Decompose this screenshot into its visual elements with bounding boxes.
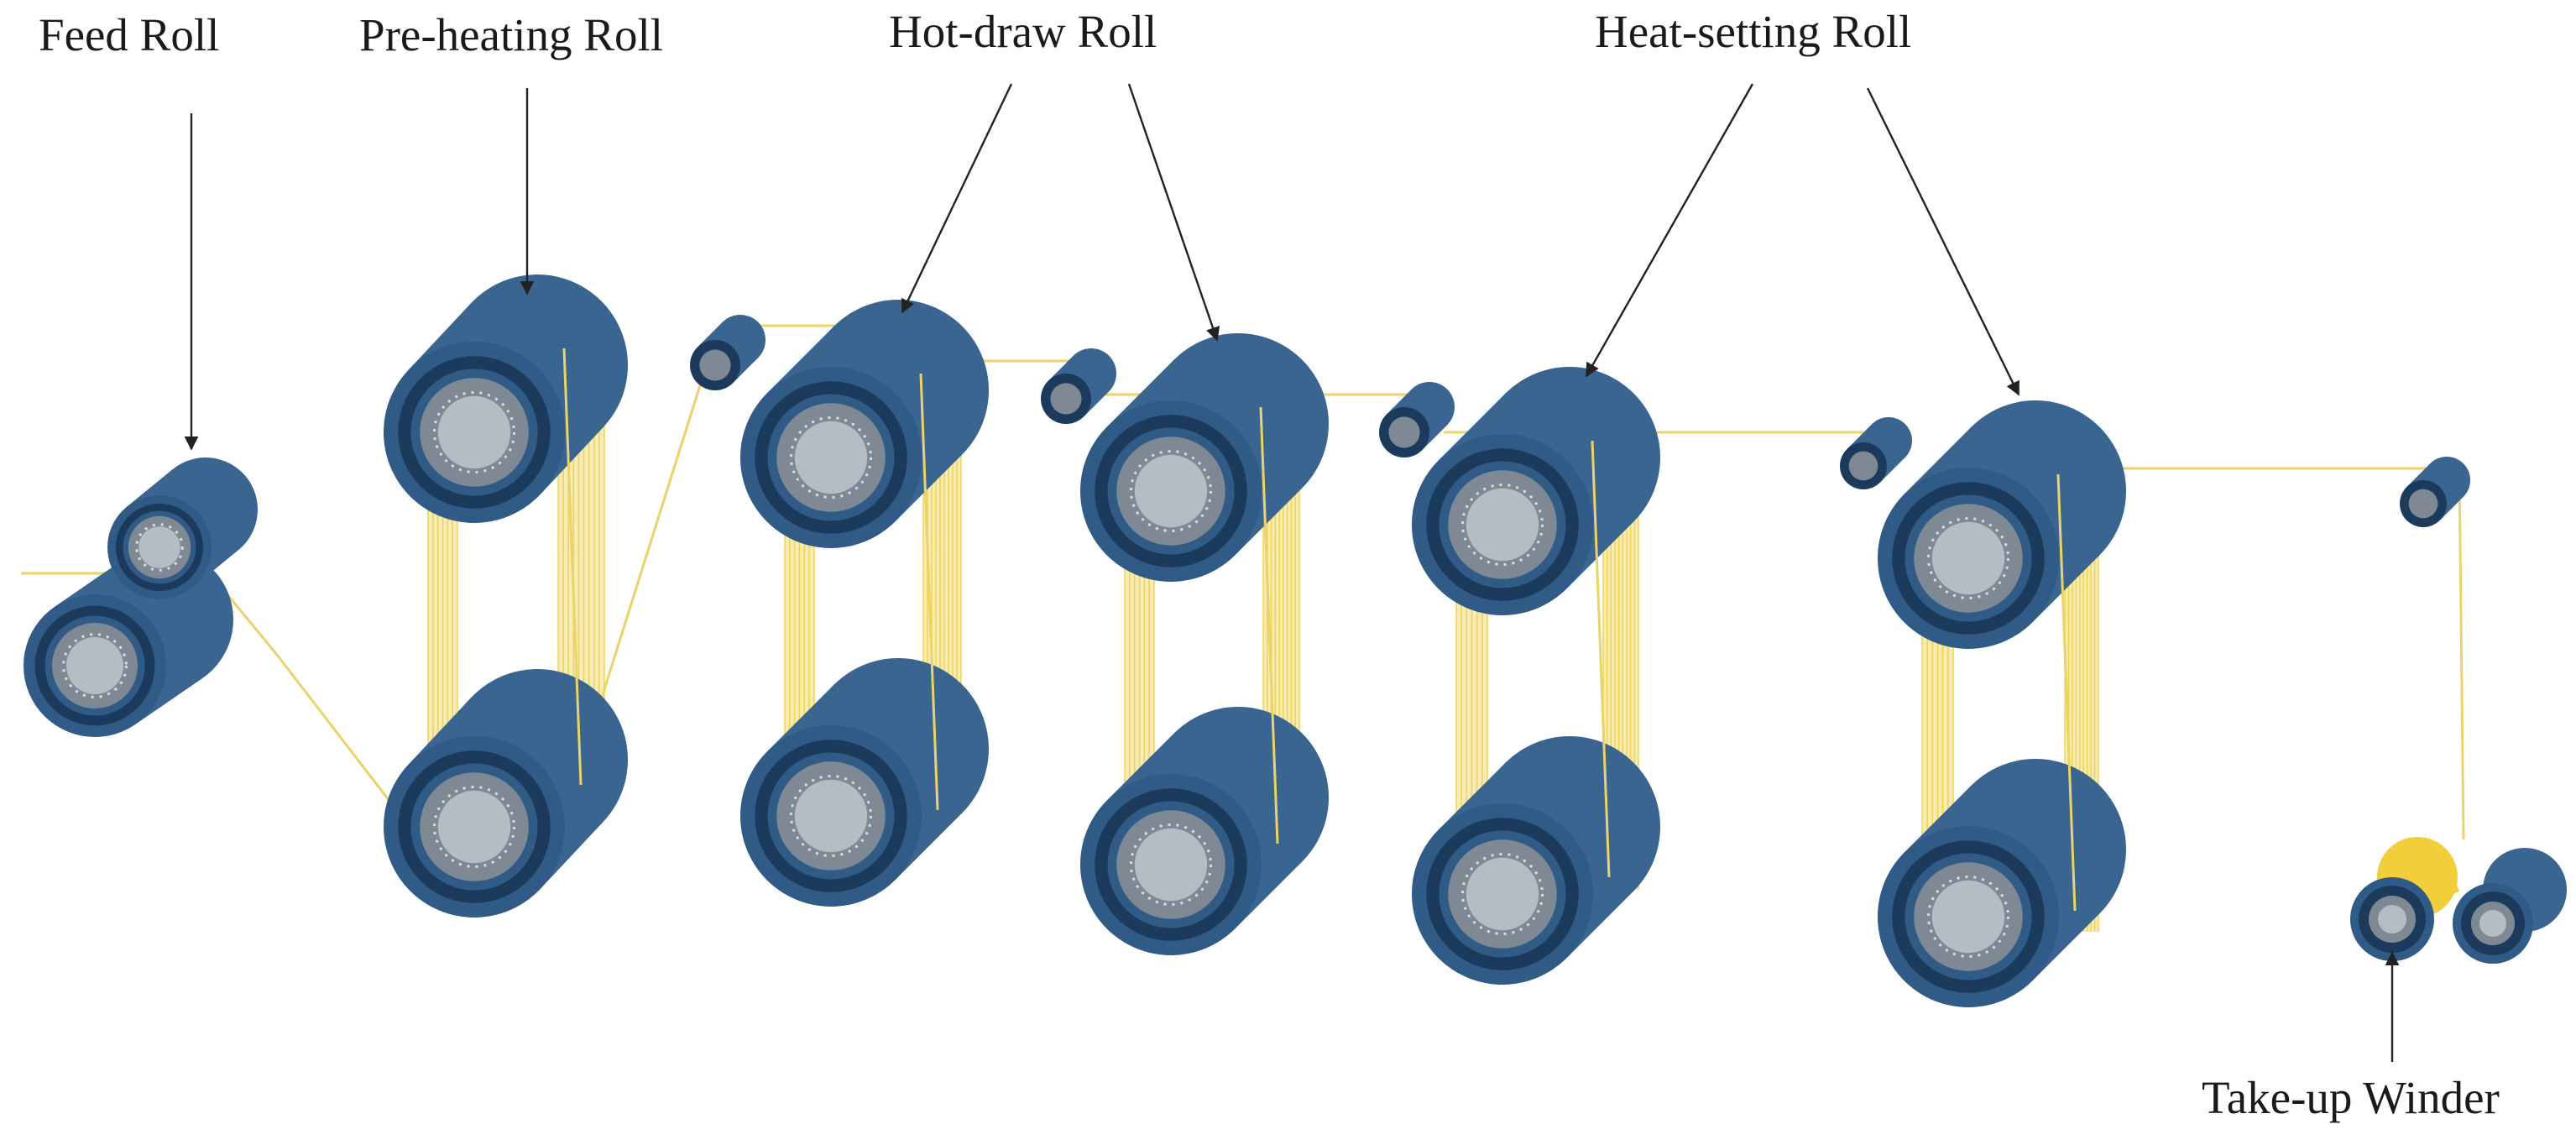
guide-roller-4-hub (1848, 451, 1878, 481)
heatset-roll-2-bottom (1878, 759, 2126, 1007)
pointer-arrow-3-icon (901, 83, 1013, 314)
yarn-overlay-4 (1591, 440, 1611, 878)
heatset-roll-2-bottom-hub-center (1931, 880, 2005, 954)
preheat-roll-bottom-hub-center (437, 790, 511, 864)
heatset-roll-1-bottom-hub-center (1466, 857, 1539, 931)
heatset-roll-2-bottom-hub-dots (1926, 875, 2010, 959)
yarn-overlay-5 (2056, 473, 2077, 912)
hotdraw-roll-1-bottom (740, 658, 989, 907)
pointer-arrow-4-icon (1127, 83, 1220, 342)
take-up-winder (2350, 837, 2567, 964)
heatset-roll-1-bottom-hub-dots (1460, 852, 1544, 936)
preheat-roll-top-hub-center (437, 395, 511, 469)
heatset-roll-1-top (1412, 367, 1660, 615)
hotdraw-roll-2-top-hub-dots (1129, 449, 1213, 533)
feed-roll-top-hub-dots (135, 523, 184, 572)
heat-setting-roll-label: Heat-setting Roll (1595, 6, 1912, 57)
preheat-roll-bottom (384, 669, 628, 918)
preheat-roll-bottom-hub-dots (432, 785, 516, 869)
yarn-overlay-1 (562, 348, 583, 786)
feed-roll-label: Feed Roll (39, 9, 220, 60)
guide-roller-3 (1379, 382, 1455, 457)
hotdraw-roll-2-bottom-hub-center (1134, 828, 1208, 902)
hotdraw-roll-2-top (1080, 333, 1329, 582)
take-up-winder-label: Take-up Winder (2202, 1072, 2500, 1123)
guide-roller-5-hub (2408, 489, 2438, 519)
pointer-arrow-5-icon (1585, 83, 1754, 378)
winder-drive-body (2491, 850, 2556, 932)
fiber-overlay-layer (562, 348, 2077, 912)
winder-spindle-center (2378, 905, 2406, 933)
arrow-layer (184, 83, 2400, 1062)
hotdraw-roll-1-top-hub-center (794, 421, 868, 494)
yarn-overlay-2 (919, 373, 939, 811)
guide-roller-3-hub (1388, 416, 1420, 448)
hotdraw-roll-1-bottom-hub-center (794, 779, 868, 853)
heatset-roll-2-top-hub-center (1931, 521, 2005, 595)
hotdraw-roll-2-top-hub-center (1134, 454, 1208, 528)
guide-roller-5 (2400, 457, 2470, 527)
pre-heating-roll-label: Pre-heating Roll (359, 9, 664, 60)
feed-roll-bottom-hub-center (66, 637, 123, 694)
hotdraw-roll-2-bottom (1080, 707, 1329, 955)
hotdraw-roll-1-bottom-hub-dots (789, 774, 873, 858)
hotdraw-roll-2-bottom-hub-dots (1129, 823, 1213, 907)
heatset-roll-1-top-hub-center (1466, 488, 1539, 562)
feed-roll-top (107, 457, 258, 599)
heatset-roll-2-top (1878, 400, 2126, 649)
guide-roller-2 (1041, 348, 1116, 424)
feed-roll-top-hub-center (138, 526, 180, 568)
guide-roller-2-hub (1050, 383, 1082, 415)
hot-draw-roll-label: Hot-draw Roll (889, 6, 1157, 57)
heatset-roll-1-top-hub-dots (1460, 483, 1544, 567)
pointer-arrow-6-icon (1866, 87, 2020, 396)
heatset-roll-1-bottom (1412, 736, 1660, 985)
hotdraw-roll-1-top-hub-dots (789, 416, 873, 499)
hotdraw-roll-1-top (740, 300, 989, 548)
feed-roll-bottom-hub-dots (62, 633, 128, 698)
yarn-overlay-3 (1259, 406, 1279, 844)
guide-roller-4 (1840, 417, 1912, 489)
guide-roller-1 (690, 315, 765, 390)
guide-roller-1-hub (699, 349, 731, 381)
roll-layer (24, 274, 2567, 1007)
preheat-roll-top (384, 274, 628, 523)
heatset-roll-2-top-hub-dots (1926, 516, 2010, 600)
winder-drive-center (2479, 910, 2506, 937)
